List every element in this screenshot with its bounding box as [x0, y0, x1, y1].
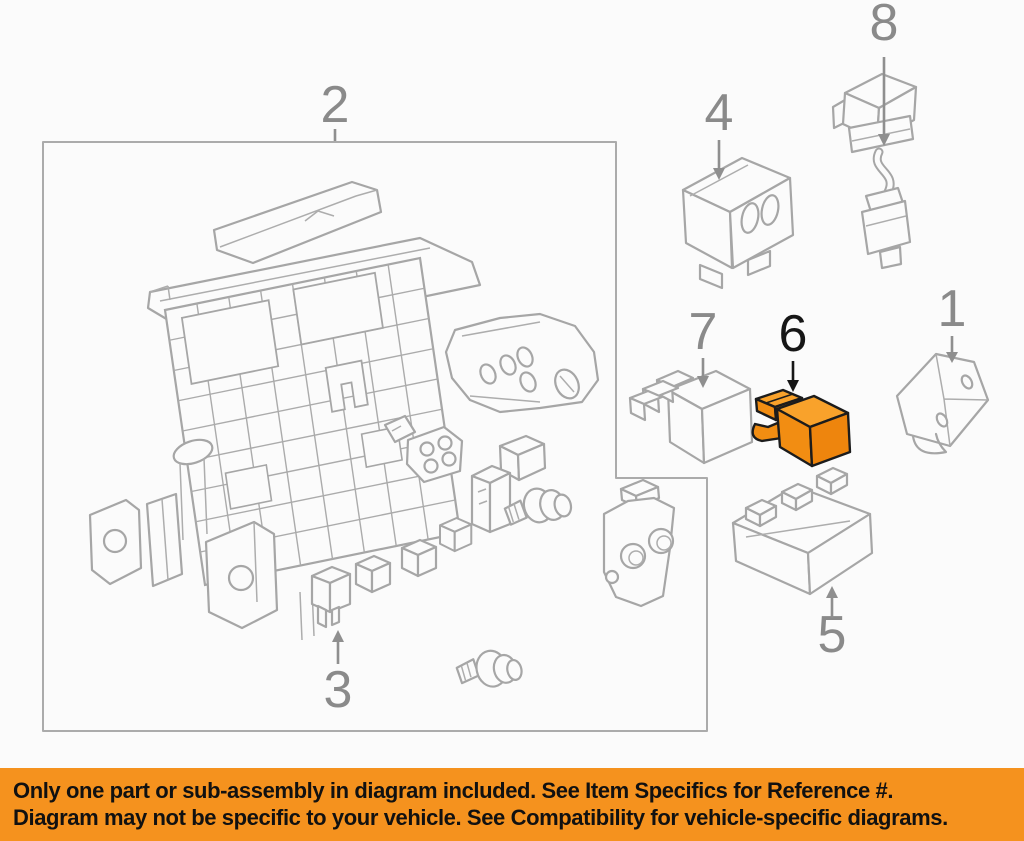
- part8-connector-pigtail: [831, 72, 918, 270]
- callout-2-label: 2: [321, 76, 350, 134]
- callout-8-label: 8: [870, 0, 899, 52]
- connector-block-4holes: [405, 425, 464, 484]
- mounting-hole: [227, 564, 255, 592]
- relay-two-holes: [602, 478, 676, 608]
- tall-fuse: [470, 464, 512, 534]
- callout-1-label: 1: [938, 280, 967, 338]
- callout-4-label: 4: [705, 84, 734, 142]
- part6-relay-highlighted: [751, 388, 852, 468]
- diagram-canvas: 1 2 3 4 5 6 7 8: [42, 0, 990, 732]
- relay-socket-cutout: [293, 273, 383, 345]
- u-clip-cutout: [326, 361, 368, 412]
- parts-diagram: 1 2 3 4 5 6 7 8: [42, 0, 990, 732]
- part5-fuse-box: [731, 466, 874, 596]
- disclaimer-line-2: Diagram may not be specific to your vehi…: [13, 805, 948, 830]
- part3-fuse: [310, 565, 352, 629]
- clip: [383, 414, 417, 444]
- relay-socket-cutout: [182, 300, 278, 384]
- callouts: 1 2 3 4 5 6 7 8: [321, 0, 967, 719]
- disclaimer-banner: Only one part or sub-assembly in diagram…: [0, 768, 1024, 841]
- bolt-sensor: [455, 649, 523, 688]
- bolt-sensor: [503, 487, 573, 526]
- part2-boundary-box: [42, 141, 708, 732]
- callout-3-label: 3: [324, 661, 353, 719]
- part4-relay: [681, 156, 795, 290]
- disclaimer-line-1: Only one part or sub-assembly in diagram…: [13, 778, 894, 803]
- callout-7-label: 7: [689, 303, 718, 361]
- fuse-grid-face: [165, 258, 460, 585]
- part1-relay: [895, 352, 990, 455]
- fuse-row: [354, 464, 512, 594]
- callout-6-label: 6: [779, 305, 808, 363]
- part2-fuse-box-assembly: [88, 180, 600, 641]
- hanging-connector: [498, 434, 547, 482]
- mounting-hole: [102, 528, 128, 554]
- part7-relay: [628, 369, 754, 465]
